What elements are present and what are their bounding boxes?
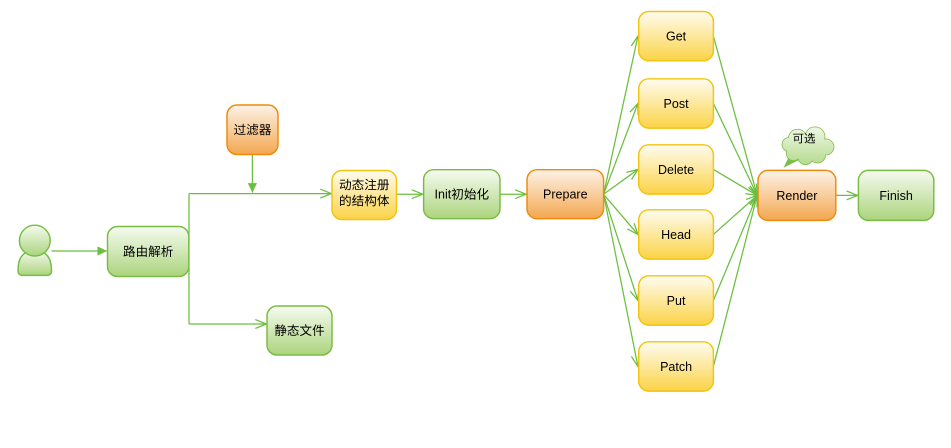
svg-text:Prepare: Prepare — [543, 188, 588, 202]
svg-text:Post: Post — [664, 97, 690, 111]
svg-text:Head: Head — [661, 228, 691, 242]
svg-text:Get: Get — [666, 30, 687, 44]
svg-text:Put: Put — [667, 294, 686, 308]
svg-text:Patch: Patch — [660, 360, 692, 374]
svg-text:Finish: Finish — [879, 189, 912, 203]
svg-text:Render: Render — [776, 189, 817, 203]
svg-text:Delete: Delete — [658, 163, 694, 177]
svg-text:Init: Init — [435, 188, 452, 202]
